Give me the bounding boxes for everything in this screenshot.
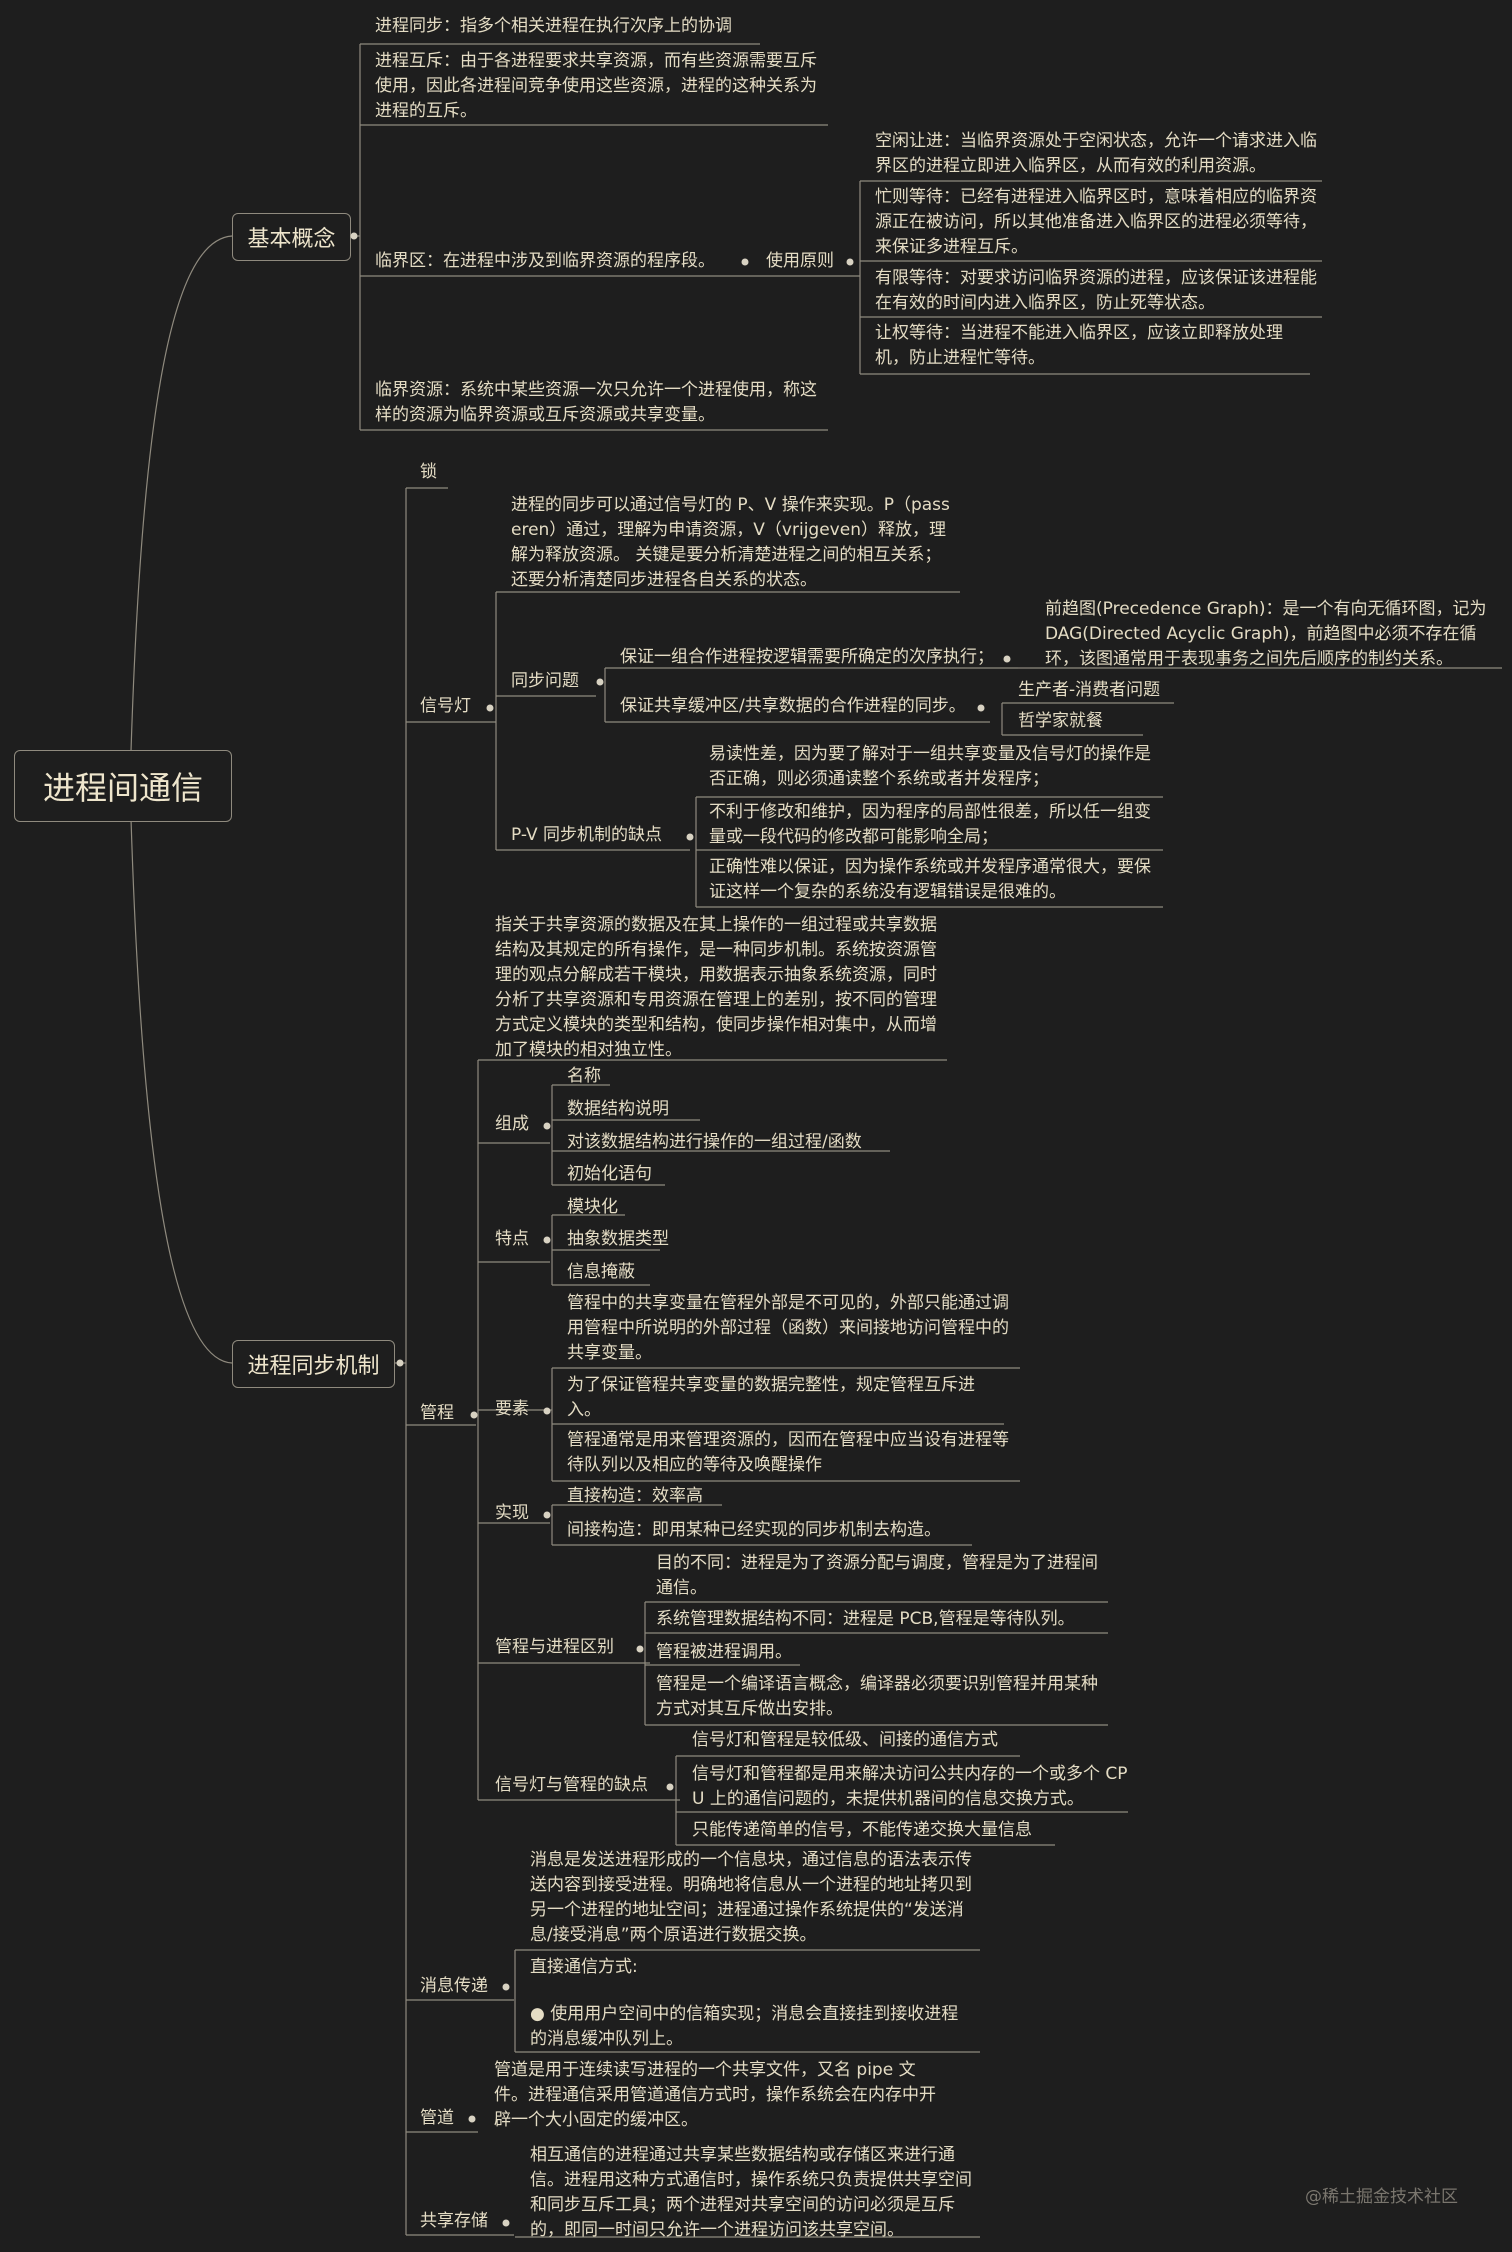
semaphore-dot [486,704,494,712]
sem-monitor-defect-item: 只能传递简单的信号，不能传递交换大量信息 [692,1820,1032,1840]
composition-item: 初始化语句 [567,1164,652,1184]
principle-bounded-wait: 有限等待：对要求访问临界资源的进程，应该保证该进程能在有效的时间内进入临界区，防… [875,268,1317,313]
vs-process-item: 目的不同：进程是为了资源分配与调度，管程是为了进程间通信。 [656,1553,1098,1598]
sync-problem-label[interactable]: 同步问题 [511,671,579,691]
lock-label[interactable]: 锁 [420,462,437,482]
implementation-dot [543,1511,551,1519]
implementation-item: 间接构造：即用某种已经实现的同步机制去构造。 [567,1520,941,1540]
composition-item: 名称 [567,1066,601,1086]
monitor-label[interactable]: 管程 [420,1403,454,1423]
shared-memory-dot [502,2219,510,2227]
sem-monitor-defect-item: 信号灯和管程是较低级、间接的通信方式 [692,1730,998,1750]
pipe-description: 管道是用于连续读写进程的一个共享文件，又名 pipe 文件。进程通信采用管道通信… [494,2060,936,2130]
order-exec-dot [1003,655,1011,663]
semaphore-label[interactable]: 信号灯 [420,696,471,716]
element-item: 管程中的共享变量在管程外部是不可见的，外部只能通过调用管程中所说明的外部过程（函… [567,1293,1009,1363]
feature-item: 模块化 [567,1197,618,1217]
critical-section-definition: 临界区：在进程中涉及到临界资源的程序段。 [375,251,715,271]
principle-busy-wait: 忙则等待：已经有进程进入临界区时，意味着相应的临界资源正在被访问，所以其他准备进… [875,187,1317,257]
mutex-definition: 进程互斥：由于各进程要求共享资源，而有些资源需要互斥使用，因此各进程间竞争使用这… [375,51,817,121]
sem-monitor-defects-dot [666,1783,674,1791]
composition-item: 数据结构说明 [567,1099,669,1119]
element-item: 管程通常是用来管理资源的，因而在管程中应当设有进程等待队列以及相应的等待及唤醒操… [567,1430,1009,1475]
implementation-label[interactable]: 实现 [495,1503,529,1523]
element-item: 为了保证管程共享变量的数据完整性，规定管程互斥进入。 [567,1375,975,1420]
pipe-dot [468,2115,476,2123]
philosophers-dining-item[interactable]: 哲学家就餐 [1018,711,1103,731]
use-principles-dot [846,258,854,266]
sem-monitor-defect-item: 信号灯和管程都是用来解决访问公共内存的一个或多个 CPU 上的通信问题的，未提供… [692,1764,1128,1809]
pv-defect-correctness: 正确性难以保证，因为操作系统或并发程序通常很大，要保证这样一个复杂的系统没有逻辑… [709,857,1151,902]
vs-process-item: 管程是一个编译语言概念，编译器必须要识别管程并用某种方式对其互斥做出安排。 [656,1674,1098,1719]
principle-idle-enter: 空闲让进：当临界资源处于空闲状态，允许一个请求进入临界区的进程立即进入临界区，从… [875,131,1317,176]
root-to-basic-curve [129,235,233,786]
direct-communication-detail: ● 使用用户空间中的信箱实现；消息会直接挂到接收进程的消息缓冲队列上。 [530,2004,959,2049]
sync-mechanism-dot [396,1359,404,1367]
elements-label[interactable]: 要素 [495,1399,529,1419]
vs-process-item: 系统管理数据结构不同：进程是 PCB,管程是等待队列。 [656,1609,1075,1629]
sync-problem-dot [596,678,604,686]
monitor-vs-process-label[interactable]: 管程与进程区别 [495,1637,614,1657]
watermark: @稀土掘金技术社区 [1305,2187,1458,2207]
critical-section-dot [741,258,749,266]
principle-yield-wait: 让权等待：当进程不能进入临界区，应该立即释放处理机，防止进程忙等待。 [875,323,1283,368]
pipe-label[interactable]: 管道 [420,2108,454,2128]
precedence-graph-text: 前趋图(Precedence Graph)：是一个有向无循环图，记为 DAG(D… [1045,599,1487,669]
message-passing-description: 消息是发送进程形成的一个信息块，通过信息的语法表示传送内容到接受进程。明确地将信… [530,1850,972,1945]
shared-memory-description: 相互通信的进程通过共享某些数据结构或存储区来进行通信。进程用这种方式通信时，操作… [530,2145,972,2240]
features-dot [543,1236,551,1244]
message-passing-dot [502,1983,510,1991]
root-to-sync-curve [129,784,233,1364]
monitor-dot [470,1411,478,1419]
vs-process-dot [636,1645,644,1653]
composition-dot [543,1122,551,1130]
pv-defects-label[interactable]: P-V 同步机制的缺点 [511,825,663,845]
shared-buffer-text: 保证共享缓冲区/共享数据的合作进程的同步。 [620,696,966,716]
use-principles-label[interactable]: 使用原则 [766,251,834,271]
pv-defect-readability: 易读性差，因为要了解对于一组共享变量及信号灯的操作是否正确，则必须通读整个系统或… [709,744,1151,789]
monitor-description: 指关于共享资源的数据及在其上操作的一组过程或共享数据结构及其规定的所有操作，是一… [495,915,937,1060]
implementation-item: 直接构造：效率高 [567,1486,703,1506]
feature-item: 抽象数据类型 [567,1229,669,1249]
pv-defect-maintenance: 不利于修改和维护，因为程序的局部性很差，所以任一组变量或一段代码的修改都可能影响… [709,802,1151,847]
root-node[interactable]: 进程间通信 [14,750,232,822]
basic-concepts-dot [350,232,358,240]
features-label[interactable]: 特点 [495,1229,529,1249]
section-sync-mechanism[interactable]: 进程同步机制 [232,1340,395,1388]
section-basic-concepts[interactable]: 基本概念 [232,213,351,261]
feature-item: 信息掩蔽 [567,1262,635,1282]
direct-communication-label: 直接通信方式: [530,1957,638,1977]
producer-consumer-item[interactable]: 生产者-消费者问题 [1018,680,1161,700]
message-passing-label[interactable]: 消息传递 [420,1976,488,1996]
semaphore-description: 进程的同步可以通过信号灯的 P、V 操作来实现。P（passeren）通过，理解… [511,495,950,590]
pv-defects-dot [686,833,694,841]
composition-label[interactable]: 组成 [495,1114,529,1134]
elements-dot [543,1407,551,1415]
critical-resource-definition: 临界资源：系统中某些资源一次只允许一个进程使用，称这样的资源为临界资源或互斥资源… [375,380,817,425]
sem-monitor-defects-label[interactable]: 信号灯与管程的缺点 [495,1775,648,1795]
sync-definition: 进程同步：指多个相关进程在执行次序上的协调 [375,16,732,36]
shared-memory-label[interactable]: 共享存储 [420,2211,488,2231]
vs-process-item: 管程被进程调用。 [656,1642,792,1662]
order-execution-text: 保证一组合作进程按逻辑需要所确定的次序执行； [620,647,994,667]
shared-buffer-dot [977,704,985,712]
composition-item: 对该数据结构进行操作的一组过程/函数 [567,1132,862,1152]
